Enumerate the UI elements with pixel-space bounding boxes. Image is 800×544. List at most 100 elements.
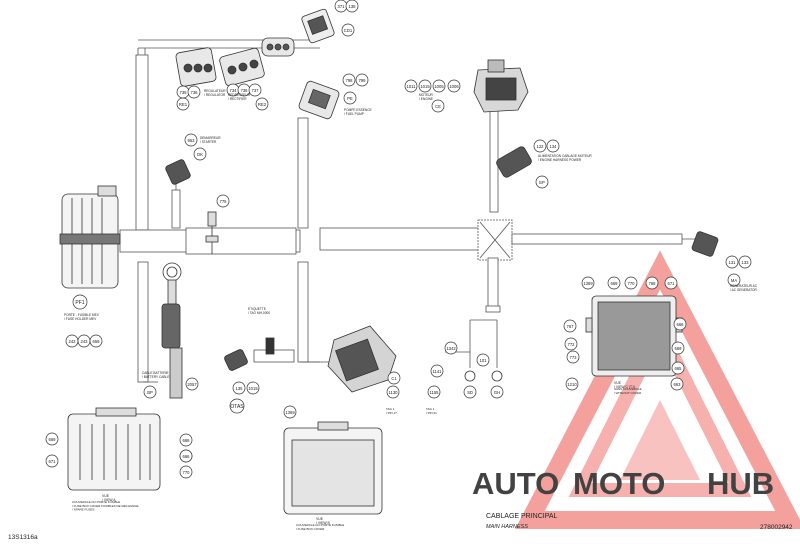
callout-c735: 735 xyxy=(176,85,190,99)
callout-text-c242: 242 xyxy=(69,339,77,344)
callout-text-c737: 737 xyxy=(252,88,260,93)
callout-c767: 767 xyxy=(563,319,577,333)
callout-c659: 659 xyxy=(89,334,103,348)
callout-ce: CE xyxy=(431,99,445,113)
label-fuse-holder: PORTE - FUSIBLE MEV/ FUSE HOLDER MEV xyxy=(64,313,100,321)
callout-text-c101: 101 xyxy=(480,358,488,363)
drawing-title-fr: CABLAGE PRINCIPAL xyxy=(486,513,558,520)
callout-c770b: 770 xyxy=(179,465,193,479)
callout-dk: DK xyxy=(193,147,207,161)
callout-pf1: PF1 xyxy=(72,294,88,310)
callout-c2057: 2057 xyxy=(185,377,199,391)
connector-775 xyxy=(205,211,219,254)
drawing-title-en: MAIN HARNESS xyxy=(486,524,528,530)
callout-cd1: CD1 xyxy=(341,23,355,37)
label-view-c: VUE/ VIEW C (T1) xyxy=(614,381,635,389)
label-fuel-pump: POMPE ESSENCE/ FUEL PUMP xyxy=(344,108,372,116)
label-view-c-desc: SANS COUVERCLE/ WITHOUT COVER xyxy=(614,387,642,395)
callout-sd: SD xyxy=(463,385,477,399)
callout-c772: 772 xyxy=(564,337,578,351)
callout-text-c131: 131 xyxy=(729,260,737,265)
connector-c1 xyxy=(327,325,397,393)
label-engine: MOTEUR/ ENGINE xyxy=(419,93,434,101)
callout-c671: 671 xyxy=(45,454,59,468)
callout-text-c135: 135 xyxy=(236,386,244,391)
callout-c736: 736 xyxy=(187,85,201,99)
drawing-ref-right: 278002942 xyxy=(760,524,793,531)
callout-text-pf1: PF1 xyxy=(75,300,84,306)
callout-text-c243: 243 xyxy=(81,339,89,344)
callout-text-c770b: 770 xyxy=(183,470,191,475)
callout-text-gh: GH xyxy=(494,390,500,395)
callout-text-c122: 122 xyxy=(537,144,545,149)
callout-text-c666b: 666 xyxy=(677,322,685,327)
callout-c1015b: 1015 xyxy=(246,381,260,395)
connector-fuel-pump xyxy=(298,80,340,120)
label-engine-power: ALIMENTATION CABLAGE MOTEUR/ ENGINE HARN… xyxy=(538,154,592,162)
callout-c775: 775 xyxy=(216,194,230,208)
callout-text-c799: 799 xyxy=(359,78,367,83)
callout-text-c1011: 1011 xyxy=(406,84,416,89)
drawing-ref-left: 13S1316a xyxy=(8,534,38,541)
callout-c1015: 1015 xyxy=(418,79,432,93)
callout-c669c: 669 xyxy=(671,341,685,355)
callout-c1210: 1210 xyxy=(565,377,579,391)
callout-c131: 131 xyxy=(725,255,739,269)
callout-text-ma: MA xyxy=(731,278,737,283)
connector-view-c xyxy=(585,295,683,377)
callout-re1: RE1 xyxy=(176,97,190,111)
callout-text-c736: 736 xyxy=(191,90,199,95)
watermark-moto: MOTO xyxy=(573,466,665,501)
callout-c663: 663 xyxy=(670,377,684,391)
callout-c122: 122 xyxy=(533,139,547,153)
callout-text-c1155: 1155 xyxy=(429,390,439,395)
callout-c671b: 671 xyxy=(664,276,678,290)
callout-c138: 138 xyxy=(345,0,359,13)
connector-engine xyxy=(473,59,529,113)
callout-text-c668: 668 xyxy=(183,438,191,443)
connector-otas xyxy=(224,349,248,371)
fuse-box-view-b xyxy=(283,421,383,515)
callout-text-bp: BP xyxy=(147,390,153,395)
battery-cable xyxy=(161,262,183,399)
callout-text-c669: 669 xyxy=(49,437,57,442)
callout-gh: GH xyxy=(490,385,504,399)
label-regulator: REGULATEUR/ REGULATOR xyxy=(204,89,226,97)
callout-ep: EP xyxy=(535,175,549,189)
callout-c668: 668 xyxy=(179,433,193,447)
callout-c243: 243 xyxy=(77,334,91,348)
callout-text-c1369: 1369 xyxy=(285,410,295,415)
callout-c133: 133 xyxy=(738,255,752,269)
callout-text-c798: 798 xyxy=(346,78,354,83)
callout-pe: PE xyxy=(343,91,357,105)
callout-text-c770: 770 xyxy=(628,281,636,286)
callout-c1130: 1130 xyxy=(386,385,400,399)
callout-c1011: 1011 xyxy=(404,79,418,93)
ground-tag xyxy=(265,337,275,355)
callout-text-re1: RE1 xyxy=(179,102,188,107)
callout-text-c134: 134 xyxy=(550,144,558,149)
callout-c798: 798 xyxy=(342,73,356,87)
callout-c1006: 1006 xyxy=(447,79,461,93)
callout-text-c767: 767 xyxy=(567,324,575,329)
callout-text-sd: SD xyxy=(467,390,473,395)
callout-text-c1: C1 xyxy=(391,376,397,381)
callout-c734: 734 xyxy=(226,83,240,97)
callout-text-ep: EP xyxy=(539,180,545,185)
callout-c768: 768 xyxy=(645,276,659,290)
fuse-holder-pf1 xyxy=(59,185,121,289)
callout-c135: 135 xyxy=(232,381,246,395)
callout-c770: 770 xyxy=(624,276,638,290)
connector-generator xyxy=(691,231,719,257)
callout-text-re2: RE2 xyxy=(258,102,267,107)
callout-c799: 799 xyxy=(355,73,369,87)
callout-c1369: 1369 xyxy=(283,405,297,419)
label-generator: GENERATEUR AC/ AC GENERATOR xyxy=(730,284,758,292)
callout-c371: 371 xyxy=(334,0,348,13)
connector-rectifier xyxy=(219,47,265,87)
ring-terminals xyxy=(464,370,503,382)
callout-text-c1015: 1015 xyxy=(420,84,430,89)
